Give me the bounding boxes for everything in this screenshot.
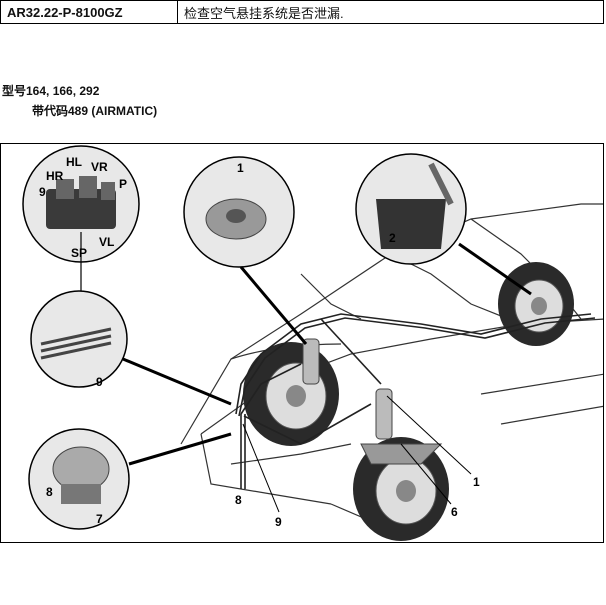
label-sp: SP [71, 246, 87, 260]
leader-compressor [128, 432, 232, 466]
callout-8-left: 8 [46, 485, 53, 499]
leader-6 [400, 443, 452, 505]
leader-pipe-bundle [122, 357, 232, 406]
model-applicability: 型号164, 166, 292 [2, 84, 100, 98]
callout-6: 6 [451, 505, 458, 519]
air-lines [235, 313, 596, 489]
inset-front-strut-top: 1 [183, 156, 308, 345]
doc-title: 检查空气悬挂系统是否泄漏. [177, 0, 604, 24]
label-vl: VL [99, 235, 114, 249]
inset-rear-air-spring: 2 [355, 153, 532, 296]
rear-wheel [498, 262, 574, 346]
leader-9-bottom [242, 423, 280, 513]
label-9-valve: 9 [39, 185, 46, 199]
leader-rear-spring [458, 242, 532, 296]
front-left-wheel [353, 388, 449, 541]
leader-1-right [386, 395, 472, 475]
inset-compressor: 8 7 [28, 428, 232, 530]
header-table: AR32.22-P-8100GZ 检查空气悬挂系统是否泄漏. [0, 0, 604, 24]
callout-2: 2 [389, 231, 396, 245]
front-right-wheel [243, 338, 339, 446]
callout-9-mid: 9 [96, 375, 103, 389]
callout-1-top: 1 [237, 161, 244, 175]
illustration-svg: HL VR HR P 9 VL SP 9 8 7 [22, 145, 603, 541]
inset-valve-block: HL VR HR P 9 VL SP [22, 145, 140, 294]
code-applicability: 带代码489 (AIRMATIC) [32, 104, 158, 118]
doc-code: AR32.22-P-8100GZ [0, 0, 178, 24]
callout-9-bottom: 9 [275, 515, 282, 529]
label-hl: HL [66, 155, 82, 169]
label-vr: VR [91, 160, 108, 174]
label-hr: HR [46, 169, 64, 183]
inset-pipe-bundle: 9 [30, 290, 232, 406]
callout-8-bottom: 8 [235, 493, 242, 507]
leader-front-strut [239, 266, 308, 345]
label-p: P [119, 177, 127, 191]
callout-7: 7 [96, 512, 103, 526]
suspension-illustration: HL VR HR P 9 VL SP 9 8 7 [0, 143, 604, 543]
callout-1-right: 1 [473, 475, 480, 489]
